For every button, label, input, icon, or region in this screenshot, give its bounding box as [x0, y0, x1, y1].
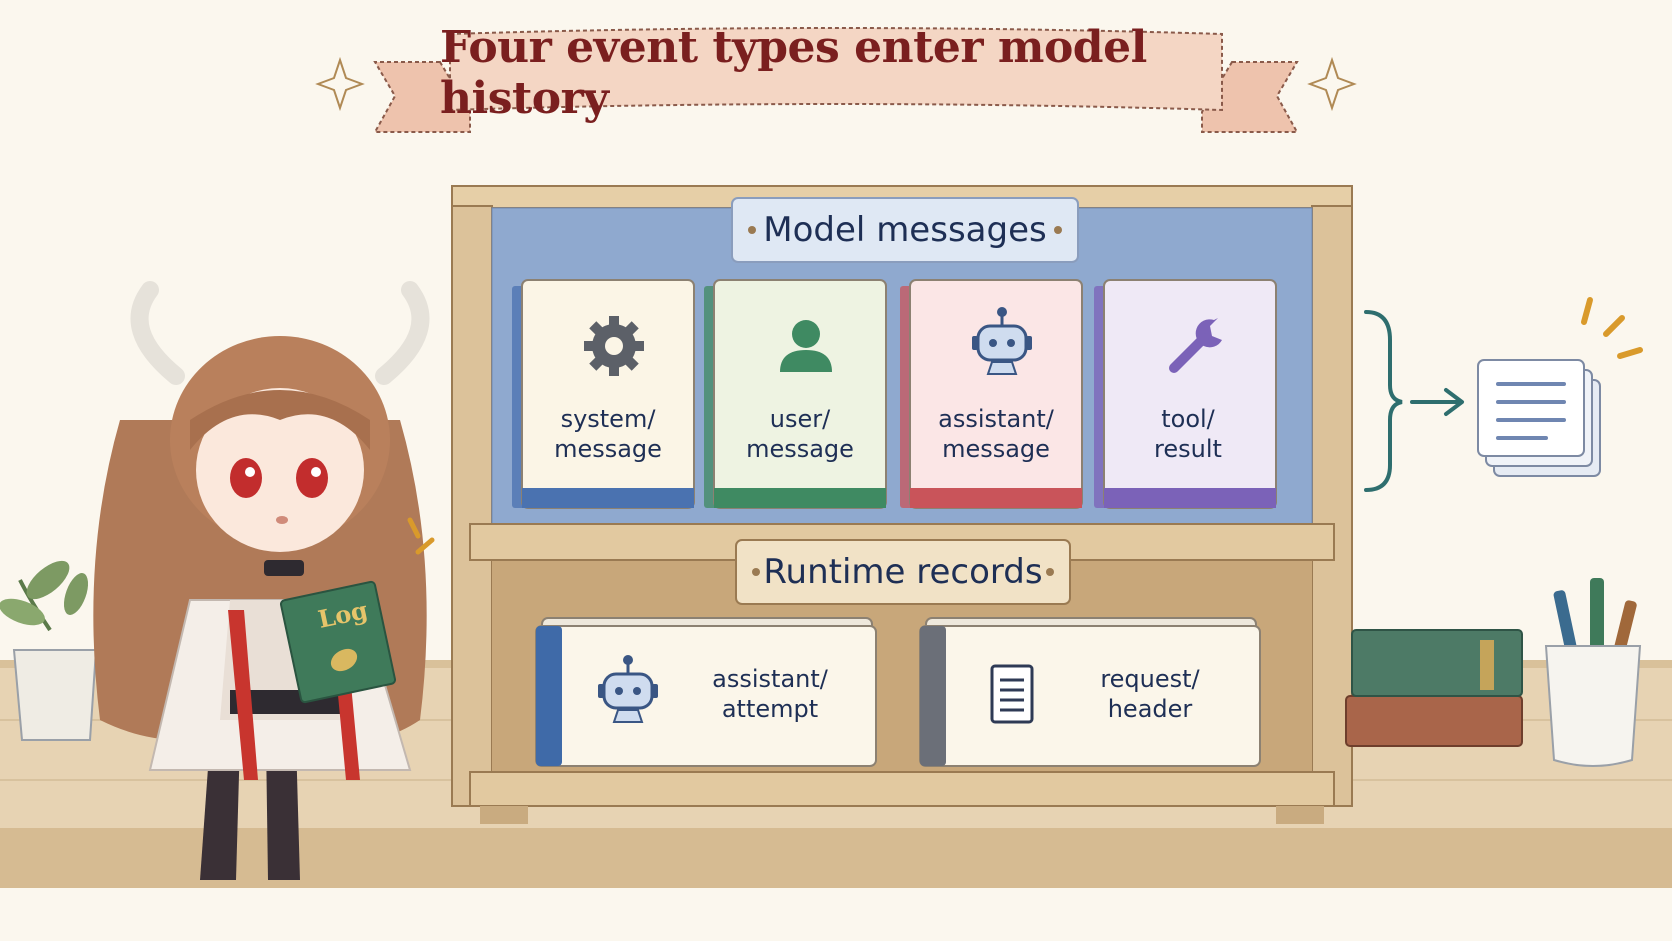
grouping-bracket	[1364, 310, 1403, 492]
stacked-books-decoration	[1345, 629, 1523, 747]
runtime-records-heading: Runtime records	[763, 552, 1043, 592]
log-book	[279, 580, 397, 704]
model-message-book	[1094, 279, 1277, 509]
document-icon	[990, 664, 1034, 724]
model-messages-heading: Model messages	[763, 210, 1047, 250]
emphasis-marks	[1581, 297, 1643, 359]
potted-plant	[0, 560, 98, 741]
robot-icon	[598, 655, 658, 723]
book-label-tool-result: tool/result	[1154, 405, 1222, 463]
title-ribbon	[373, 27, 1299, 133]
model-message-book	[900, 279, 1083, 509]
surprise-marks	[407, 517, 435, 555]
stacked-documents-icon	[1477, 359, 1601, 477]
sparkle-icon	[1307, 56, 1357, 112]
model-message-book	[512, 279, 695, 509]
sparkle-icon	[315, 56, 365, 112]
arrow-icon	[1410, 388, 1464, 416]
runtime-records-plaque	[735, 539, 1071, 605]
wrench-icon	[1169, 318, 1222, 373]
pencil-cup	[1544, 578, 1642, 767]
user-icon	[780, 320, 832, 372]
runtime-record-book	[919, 617, 1261, 767]
diagram-title: Four event types enter model history	[440, 22, 1147, 124]
model-message-book	[704, 279, 887, 509]
book-label-system-message: system/message	[554, 405, 662, 463]
model-messages-plaque	[731, 197, 1079, 263]
book-label-user-message: user/message	[746, 405, 854, 463]
book-label-assistant-attempt: assistant/attempt	[712, 665, 828, 723]
book-label-request-header: request/header	[1100, 665, 1200, 723]
robot-icon	[972, 307, 1032, 375]
runtime-record-book	[535, 617, 877, 767]
book-label-assistant-message: assistant/message	[938, 405, 1054, 463]
gear-icon	[584, 316, 644, 376]
